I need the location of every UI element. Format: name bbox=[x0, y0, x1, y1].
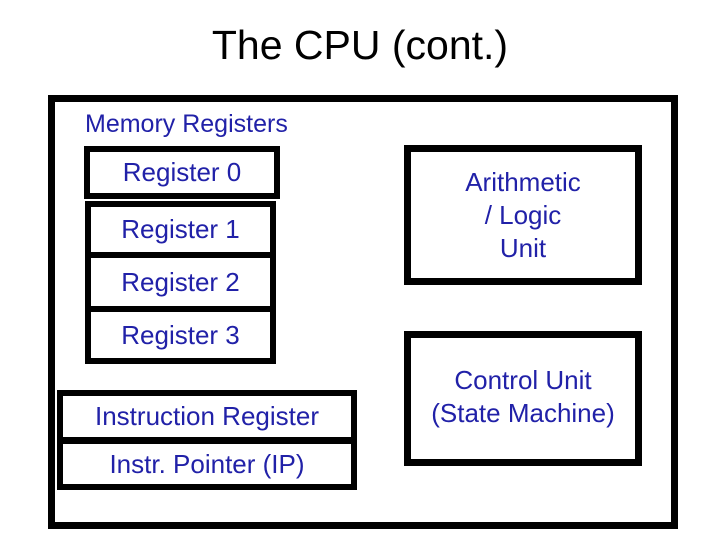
control-unit-box: Control Unit (State Machine) bbox=[404, 331, 642, 466]
alu-label-line-2: / Logic bbox=[484, 199, 562, 230]
instruction-pointer-label: Instr. Pointer (IP) bbox=[109, 448, 305, 479]
register-2-label: Register 2 bbox=[121, 266, 240, 297]
arithmetic-logic-unit-box: Arithmetic / Logic Unit bbox=[404, 145, 642, 285]
register-0-label: Register 0 bbox=[122, 157, 242, 187]
register-3-label: Register 3 bbox=[121, 319, 240, 350]
register-1-label: Register 1 bbox=[121, 214, 240, 244]
instruction-pointer-box: Instr. Pointer (IP) bbox=[57, 438, 357, 490]
control-unit-label-line-1: Control Unit bbox=[454, 365, 592, 395]
control-unit-label-line-2: (State Machine) bbox=[431, 398, 615, 428]
memory-registers-label: Memory Registers bbox=[85, 110, 288, 138]
register-3-box: Register 3 bbox=[85, 306, 276, 364]
instruction-register-box: Instruction Register bbox=[57, 390, 357, 443]
instruction-register-label: Instruction Register bbox=[95, 401, 319, 431]
register-2-box: Register 2 bbox=[85, 252, 276, 312]
register-0-box: Register 0 bbox=[84, 146, 280, 199]
page-title: The CPU (cont.) bbox=[211, 22, 509, 68]
register-1-box: Register 1 bbox=[85, 201, 276, 258]
alu-label-line-3: Unit bbox=[499, 232, 547, 263]
alu-label-line-1: Arithmetic bbox=[465, 166, 581, 197]
